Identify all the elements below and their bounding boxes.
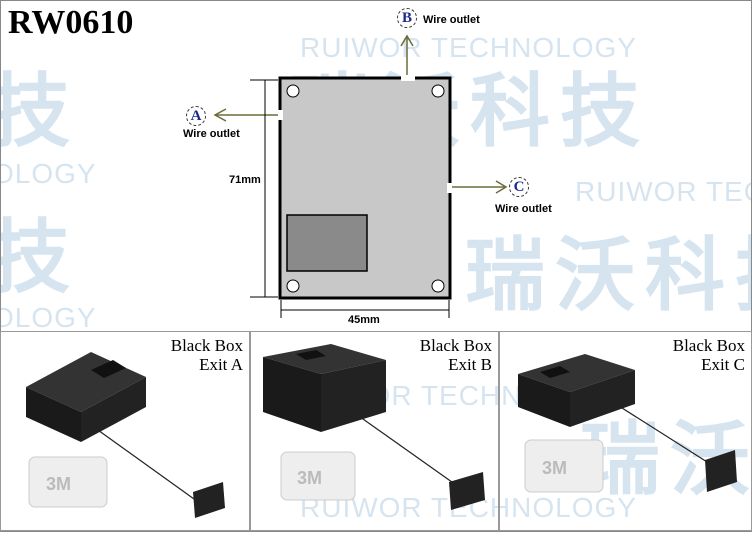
outlet-c-label: Wire outlet — [495, 203, 552, 215]
arrow-b — [400, 34, 414, 75]
panel-title-line: Black Box — [419, 336, 492, 355]
screw-hole — [286, 84, 300, 98]
width-dimension — [280, 300, 450, 318]
panel-title-line: Exit A — [199, 355, 243, 374]
panel-title-line: Exit B — [448, 355, 492, 374]
outlet-c-marker: C — [509, 177, 529, 197]
label-area — [286, 214, 368, 272]
outlet-c-gap — [447, 183, 452, 193]
dimension-drawing — [213, 34, 508, 318]
product-photo: 3M — [263, 344, 485, 510]
pad-marking: 3M — [297, 468, 322, 488]
outlet-b-label: Wire outlet — [423, 14, 480, 26]
panel-title-line: Black Box — [672, 336, 745, 355]
screw-hole — [431, 279, 445, 293]
arrow-a — [213, 108, 278, 122]
product-code: RW0610 — [8, 4, 134, 41]
width-dimension-label: 45mm — [348, 314, 380, 326]
outlet-b-gap — [401, 76, 415, 81]
product-photo: 3M — [26, 352, 225, 518]
outlet-a-gap — [278, 110, 283, 120]
outlet-b-marker: B — [397, 8, 417, 28]
pad-marking: 3M — [542, 458, 567, 478]
outlet-a-marker: A — [186, 106, 206, 126]
height-dimension — [250, 79, 278, 298]
screw-hole — [286, 279, 300, 293]
arrow-c — [452, 180, 508, 194]
screw-hole — [431, 84, 445, 98]
product-photo: 3M — [518, 354, 737, 493]
panel-title-line: Black Box — [170, 336, 243, 355]
height-dimension-label: 71mm — [229, 174, 261, 186]
pad-marking: 3M — [46, 474, 71, 494]
outlet-a-label: Wire outlet — [183, 128, 240, 140]
panel-title-line: Exit C — [701, 355, 745, 374]
